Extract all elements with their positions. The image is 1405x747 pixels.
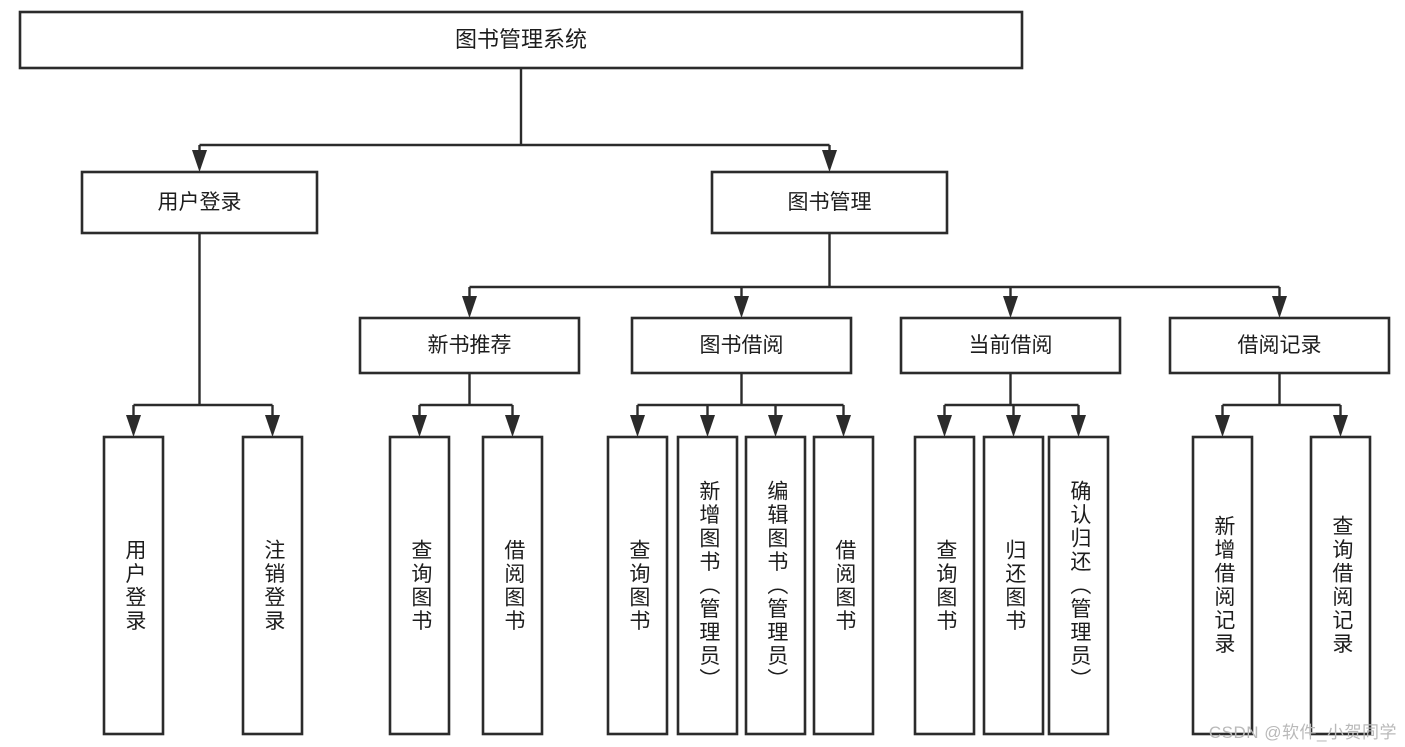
node-label-current-borrow: 当前借阅 [969,334,1053,357]
arrowhead-icon-leaf-logout [265,415,280,437]
arrowhead-icon-leaf-query-record [1333,415,1348,437]
node-box-leaf-add-book-admin[interactable] [676,435,739,736]
node-label-new-book-rec: 新书推荐 [428,334,512,357]
node-box-leaf-query-record[interactable] [1309,435,1372,736]
arrowhead-icon-current-borrow [1003,296,1018,318]
arrowhead-icon-leaf-user-login [126,415,141,437]
node-box-leaf-query-books-borrow[interactable] [606,435,669,736]
node-box-leaf-confirm-return-admin[interactable] [1047,435,1110,736]
node-box-leaf-logout[interactable] [241,435,304,736]
node-box-leaf-add-record[interactable] [1191,435,1254,736]
node-box-leaf-borrow-book[interactable] [812,435,875,736]
connector-group-root [192,68,837,172]
node-box-book-borrow[interactable] [630,316,853,375]
connector-group-borrow-records [1215,373,1348,437]
connector-group-book-manage [462,233,1287,318]
arrowhead-icon-leaf-edit-book-admin [768,415,783,437]
node-box-leaf-return-book[interactable] [982,435,1045,736]
node-box-leaf-edit-book-admin[interactable] [744,435,807,736]
node-box-leaf-query-books-new[interactable] [388,435,451,736]
node-box-leaf-borrow-books-new[interactable] [481,435,544,736]
node-box-leaf-user-login[interactable] [102,435,165,736]
node-box-leaf-query-books-cur[interactable] [913,435,976,736]
arrowhead-icon-book-manage [822,150,837,172]
node-label-book-borrow: 图书借阅 [700,334,784,357]
node-label-borrow-records: 借阅记录 [1238,334,1322,357]
connector-group-current-borrow [937,373,1086,437]
node-box-current-borrow[interactable] [899,316,1122,375]
arrowhead-icon-leaf-add-record [1215,415,1230,437]
connector-group-user-login [126,233,280,437]
arrowhead-icon-leaf-return-book [1006,415,1021,437]
connector-group-book-borrow [630,373,851,437]
arrowhead-icon-borrow-records [1272,296,1287,318]
arrowhead-icon-book-borrow [734,296,749,318]
node-label-root: 图书管理系统 [455,27,587,52]
node-label-book-manage: 图书管理 [788,191,872,214]
arrowhead-icon-leaf-add-book-admin [700,415,715,437]
arrowhead-icon-leaf-query-books-cur [937,415,952,437]
connector-layer [126,68,1348,437]
arrowhead-icon-user-login [192,150,207,172]
node-box-book-manage[interactable] [710,170,949,235]
node-box-layer [18,10,1391,736]
arrowhead-icon-leaf-borrow-books-new [505,415,520,437]
node-box-root[interactable] [18,10,1024,70]
arrowhead-icon-new-book-rec [462,296,477,318]
arrowhead-icon-leaf-borrow-book [836,415,851,437]
node-box-borrow-records[interactable] [1168,316,1391,375]
arrowhead-icon-leaf-query-books-borrow [630,415,645,437]
watermark: CSDN @软件_小贺同学 [1208,723,1397,742]
connector-group-new-book-rec [412,373,520,437]
node-box-new-book-rec[interactable] [358,316,581,375]
node-label-user-login: 用户登录 [158,191,242,214]
arrowhead-icon-leaf-confirm-return-admin [1071,415,1086,437]
node-box-user-login[interactable] [80,170,319,235]
arrowhead-icon-leaf-query-books-new [412,415,427,437]
